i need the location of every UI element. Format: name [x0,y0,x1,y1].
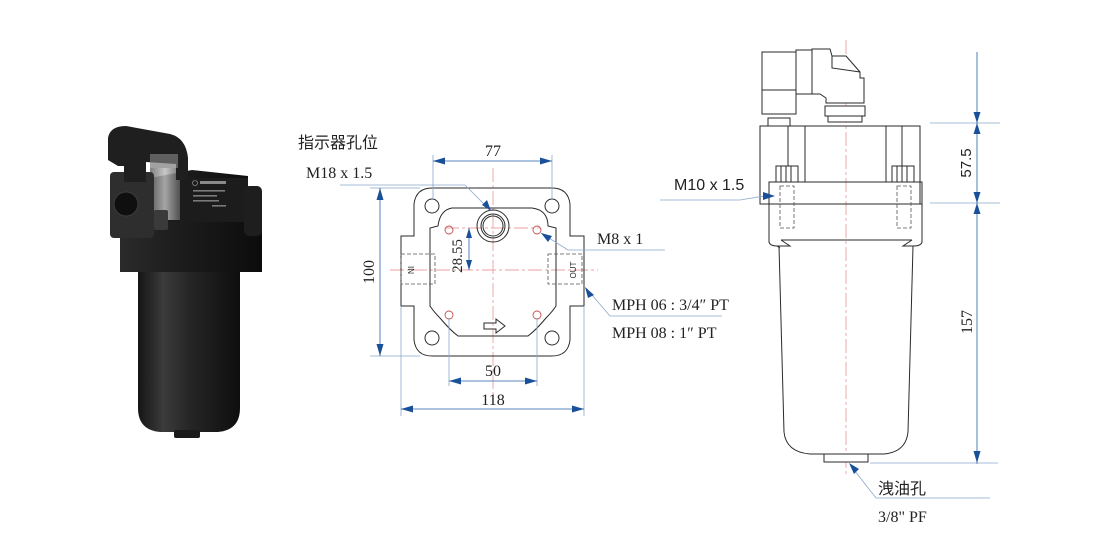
inlet-port-hole [113,191,139,217]
dim-arrow-icon [433,157,445,165]
m10-leader-line [660,195,765,201]
dim-arrow-icon [973,112,981,123]
dim-arrow-icon [973,203,981,214]
dim-arrow-icon [376,188,384,200]
drain-label: 洩油孔 [878,480,926,498]
indicator-port-label: 指示器孔位 [298,134,378,152]
dim-arrow-icon [973,451,981,463]
side-view: M10 x 1.5 57.5 157 洩油孔 3/8" PF [660,40,1000,526]
m8-hole [532,225,542,235]
m8-hole [532,310,542,320]
port-spec-line-2: MPH 08 : 1″ PT [612,325,717,342]
product-photo [108,126,262,438]
dim-157-label: 157 [959,310,976,334]
dim-arrow-icon [525,377,537,385]
leader-arrow-icon [585,287,594,298]
mount-hole [544,330,560,346]
head-flange [768,181,923,205]
mount-thread-label: M8 x 1 [597,231,643,248]
drain-leader-line [850,465,990,499]
mounting-flange-outline [400,187,585,357]
dim-50-label: 50 [485,363,501,380]
outlet-port-block [244,186,262,236]
m8-hole [444,225,454,235]
port-leader-line [585,287,722,317]
leader-arrow-icon [482,200,491,211]
port-spec-line-1: MPH 06 : 3/4″ PT [612,297,729,314]
drain-plug [174,430,200,438]
dim-118-label: 118 [481,392,504,409]
dim-arrow-icon [401,405,413,413]
leader-arrow-icon [763,192,775,200]
inlet-port-hidden [400,253,436,285]
dim-arrow-icon [572,405,584,413]
leader-arrow-icon [849,463,859,474]
port-in-label: IN [406,266,415,274]
flow-direction-arrow-icon [483,317,506,335]
indicator-connector [108,126,188,182]
dim-arrow-icon [376,344,384,356]
dim-77-label: 77 [485,143,501,160]
drain-plug-side [823,453,869,463]
dim-57-5-label: 57.5 [958,148,975,177]
outlet-port-hidden [547,253,583,285]
mount-hole [544,198,560,214]
indicator-port-outer [476,209,510,243]
dim-arrow-icon [466,228,472,238]
dim-28-55-label: 28.55 [450,239,466,273]
mount-hole [424,198,440,214]
head-bolt [154,210,168,230]
product-nameplate [192,180,226,207]
m8-hole [444,310,454,320]
head-thread-label: M10 x 1.5 [674,177,744,194]
dim-arrow-icon [540,157,552,165]
filter-bowl [138,268,240,432]
electrical-indicator-connector [761,48,866,127]
indicator-leader-line [340,184,489,209]
indicator-port-inner [482,215,504,237]
port-out-label: OUT [569,261,578,278]
dim-arrow-icon [973,123,981,134]
leader-arrow-icon [541,233,552,242]
indicator-port-ring [480,213,506,239]
inner-body-outline [429,207,557,337]
dim-arrow-icon [466,260,472,270]
dim-100-label: 100 [361,260,378,284]
dim-arrow-icon [449,377,461,385]
indicator-thread-label: M18 x 1.5 [306,165,372,182]
filter-head-side [759,125,923,249]
head-bolt-left [775,165,799,183]
dim-arrow-icon [973,192,981,203]
top-view: IN OUT 77 100 28.55 50 [298,134,729,416]
drain-spec-label: 3/8" PF [878,509,927,526]
mount-hole [424,330,440,346]
head-bolt-right [891,165,915,183]
